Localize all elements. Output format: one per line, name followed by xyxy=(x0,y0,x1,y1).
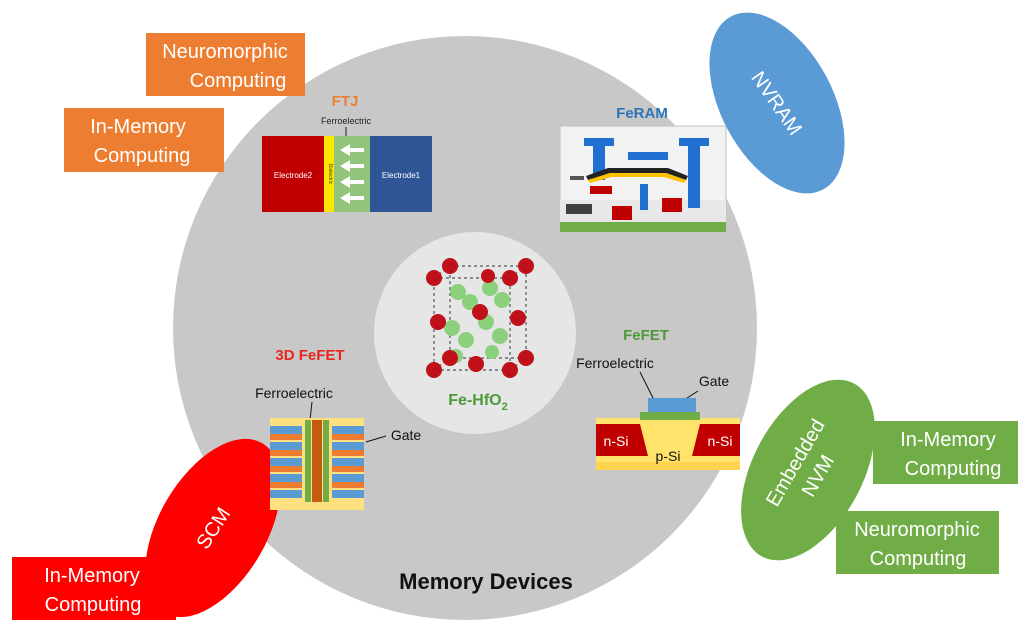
ftj-dielectric-layer xyxy=(324,136,334,212)
fefet-source xyxy=(596,424,648,456)
fefet-3d-device: 3D FeFET Ferroelectric Gate xyxy=(255,347,421,510)
tag-top-left-in-memory: In-Memory Computing xyxy=(64,108,224,172)
tag-bottom-left-in-memory: In-Memory Computing xyxy=(12,557,176,620)
fefet-3d-gate-label: Gate xyxy=(391,427,422,443)
fefet-drain xyxy=(692,424,740,456)
ftj-dielectric-label: Dielectric xyxy=(327,164,333,185)
tag-line-2: Computing xyxy=(45,594,142,616)
fefet-substrate-label: p-Si xyxy=(656,448,681,464)
ftj-polarization-arrows xyxy=(340,144,364,204)
ftj-ferroelectric-label: Ferroelectric xyxy=(321,116,372,126)
fefet-source-label: n-Si xyxy=(604,433,629,449)
tag-line-2: Computing xyxy=(190,70,287,92)
fefet-3d-ferroelectric-right xyxy=(323,420,329,502)
fefet-3d-ferroelectric-label: Ferroelectric xyxy=(255,385,333,401)
tag-line-1: Neuromorphic xyxy=(162,41,288,63)
fefet-device: FeFET Ferroelectric Gate n-Si n-Si p-Si xyxy=(576,327,740,470)
tag-line-2: Computing xyxy=(870,548,967,570)
feram-device: FeRAM xyxy=(559,105,727,233)
fefet-ferroelectric-layer xyxy=(640,412,700,420)
tag-line-1: In-Memory xyxy=(44,565,140,587)
ftj-electrode-2 xyxy=(262,136,324,212)
tag-line-1: In-Memory xyxy=(900,429,996,451)
fefet-3d-channel xyxy=(312,420,322,502)
material-label: Fe-HfO2 xyxy=(448,392,507,413)
diagram-title: Memory Devices xyxy=(399,569,573,594)
ftj-device: FTJ Ferroelectric Electrode2 Dielectric … xyxy=(262,93,432,212)
fefet-ferroelectric-label: Ferroelectric xyxy=(576,355,654,371)
tag-line-1: In-Memory xyxy=(90,116,186,138)
fefet-3d-ferroelectric-left xyxy=(305,420,311,502)
ftj-electrode-1 xyxy=(370,136,432,212)
ftj-ferroelectric-layer xyxy=(334,136,370,212)
ftj-title: FTJ xyxy=(332,93,359,110)
ftj-electrode-2-label: Electrode2 xyxy=(274,171,313,180)
tag-top-left-neuromorphic: Neuromorphic Computing xyxy=(146,33,305,96)
ftj-electrode-1-label: Electrode1 xyxy=(382,171,421,180)
feram-title: FeRAM xyxy=(616,105,668,122)
fefet-title: FeFET xyxy=(623,327,669,344)
tag-line-2: Computing xyxy=(905,458,1002,480)
tag-right-neuromorphic: Neuromorphic Computing xyxy=(836,511,999,574)
fefet-drain-label: n-Si xyxy=(708,433,733,449)
tag-right-in-memory: In-Memory Computing xyxy=(873,421,1018,484)
fefet-gate-label: Gate xyxy=(699,373,730,389)
hfo2-crystal-structure xyxy=(426,258,534,378)
scm-ellipse: SCM xyxy=(145,438,281,618)
tag-line-2: Computing xyxy=(94,145,191,167)
fefet-3d-title: 3D FeFET xyxy=(275,347,344,364)
fefet-gate xyxy=(648,398,696,412)
nvram-ellipse: NVRAM xyxy=(709,12,845,194)
tag-line-1: Neuromorphic xyxy=(854,519,980,541)
